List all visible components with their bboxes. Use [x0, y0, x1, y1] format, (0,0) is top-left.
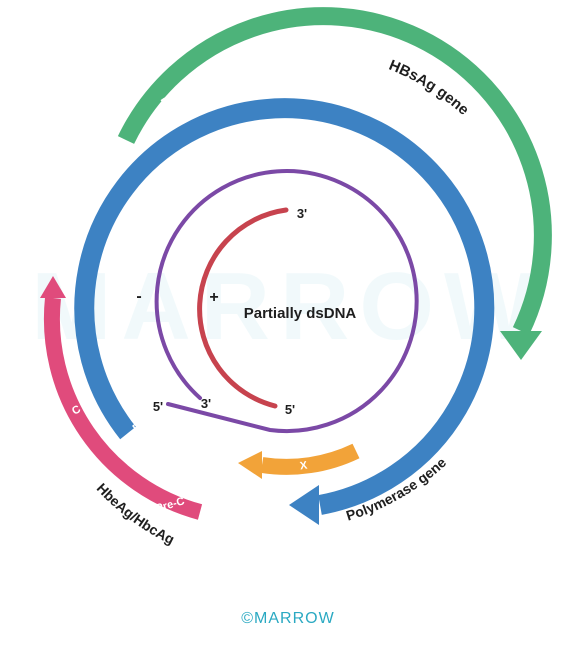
- footer-logo: ©MARROW: [241, 610, 335, 627]
- plus-strand: [197, 207, 289, 409]
- polymerase-gene-arc: [74, 98, 495, 515]
- hbeag-gene-arc: [43, 297, 203, 520]
- p-label: P: [131, 421, 144, 435]
- minus-strand: [154, 169, 419, 434]
- plus-3prime-label: 3': [297, 206, 307, 221]
- hbeag-arrowhead: [40, 276, 66, 298]
- plus-sign: +: [209, 289, 218, 306]
- x-gene-arc: [260, 443, 360, 475]
- center-label: Partially dsDNA: [244, 305, 357, 322]
- s-label: S: [492, 205, 506, 217]
- hbsag-arrowhead: [500, 331, 542, 360]
- watermark-text: MARROW: [31, 253, 545, 360]
- minus-sign: -: [136, 288, 141, 305]
- pre-s2-label: Pre S2: [277, 75, 313, 88]
- plus-5prime-label: 5': [285, 402, 295, 417]
- polymerase-arrowhead: [289, 485, 319, 525]
- hbsag-gene-arc: [117, 7, 552, 335]
- minus-5prime-label: 5': [153, 399, 163, 414]
- x-arrowhead: [238, 451, 262, 479]
- x-label: X: [299, 459, 309, 472]
- minus-3prime-label: 3': [201, 396, 211, 411]
